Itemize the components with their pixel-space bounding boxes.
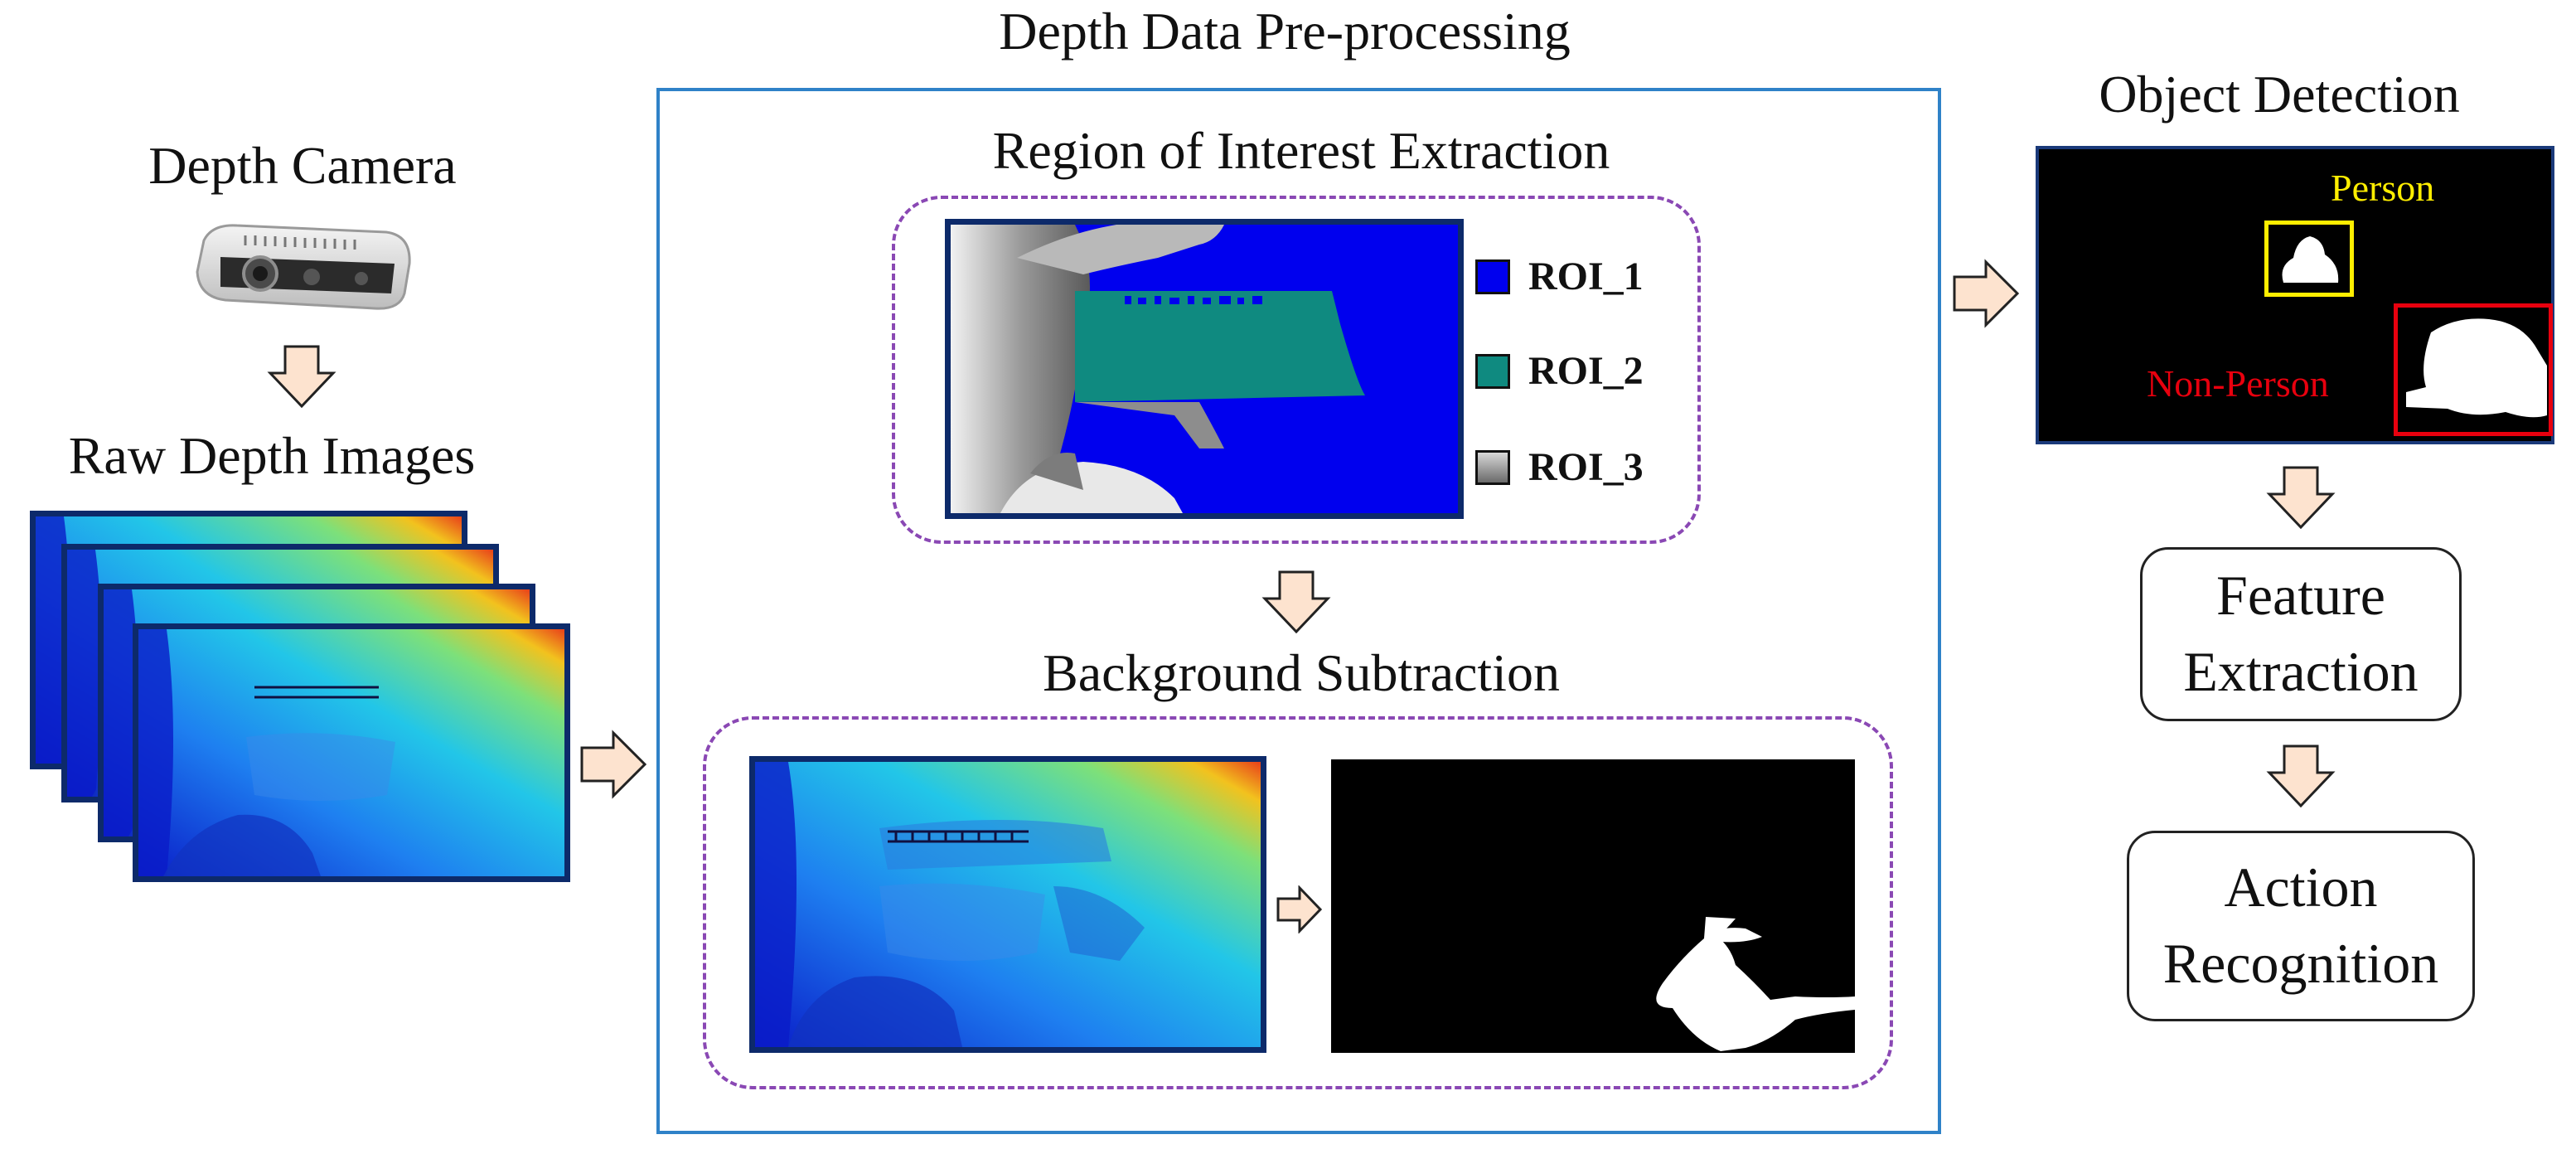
bg-depth-image xyxy=(749,756,1266,1053)
person-label: Person xyxy=(2331,167,2435,209)
depth-camera-title: Depth Camera xyxy=(148,136,457,195)
arrow-down-icon xyxy=(2266,744,2336,807)
action-recognition-label: Action Recognition xyxy=(2162,856,2439,995)
non-person-label: Non-Person xyxy=(2147,362,2329,405)
legend-roi-3: ROI_3 xyxy=(1475,444,1644,490)
object-detection-title: Object Detection xyxy=(2099,65,2460,124)
arrow-down-icon xyxy=(2266,466,2336,529)
arrow-right-icon xyxy=(1953,259,2019,328)
raw-depth-frame xyxy=(133,623,570,882)
legend-swatch-roi-3 xyxy=(1475,449,1510,485)
depth-camera-icon xyxy=(196,224,411,310)
action-recognition-box: Action Recognition xyxy=(2127,831,2475,1021)
legend-roi-2: ROI_2 xyxy=(1475,348,1644,394)
background-dashed-group xyxy=(703,716,1893,1089)
feature-extraction-box: Feature Extraction xyxy=(2140,547,2462,721)
roi-dashed-group xyxy=(892,196,1701,544)
background-subtraction-title: Background Subtraction xyxy=(1043,643,1560,702)
arrow-down-icon xyxy=(1261,570,1331,633)
legend-label-roi-1: ROI_1 xyxy=(1528,255,1644,298)
roi-extraction-title: Region of Interest Extraction xyxy=(992,121,1610,180)
person-bounding-box xyxy=(2264,221,2354,297)
legend-label-roi-3: ROI_3 xyxy=(1528,445,1644,489)
legend-swatch-roi-2 xyxy=(1475,353,1510,389)
preprocessing-title: Depth Data Pre-processing xyxy=(999,2,1571,61)
arrow-right-icon xyxy=(580,730,646,799)
raw-depth-images-title: Raw Depth Images xyxy=(68,426,476,485)
feature-extraction-label: Feature Extraction xyxy=(2183,564,2419,703)
legend-swatch-roi-1 xyxy=(1475,259,1510,294)
arrow-down-icon xyxy=(267,345,337,408)
legend-roi-1: ROI_1 xyxy=(1475,254,1644,299)
roi-image xyxy=(945,219,1464,519)
arrow-right-icon xyxy=(1276,885,1323,933)
preprocessing-box xyxy=(656,88,1941,1134)
foreground-mask-image xyxy=(1331,759,1855,1053)
legend-label-roi-2: ROI_2 xyxy=(1528,349,1644,393)
object-detection-image: Person Non-Person xyxy=(2036,146,2554,444)
non-person-bounding-box xyxy=(2394,303,2553,436)
